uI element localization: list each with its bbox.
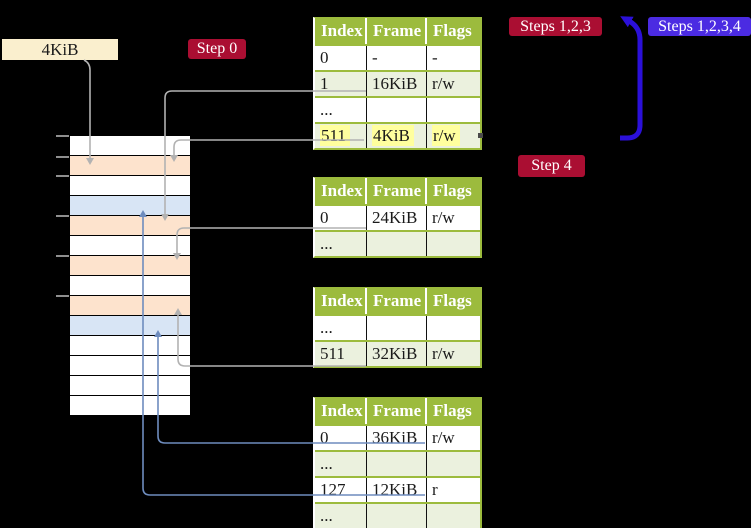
table-cell: 0 <box>315 426 367 450</box>
table-cell <box>427 232 480 256</box>
table-cell: r/w <box>427 72 480 96</box>
column-header-index: Index <box>315 18 367 44</box>
memory-row-white <box>70 396 190 416</box>
column-header-frame: Frame <box>367 178 427 204</box>
table-cell <box>427 316 480 340</box>
table-cell <box>367 98 427 122</box>
step0-badge: Step 0 <box>188 39 246 59</box>
memory-row-peach <box>70 216 190 236</box>
memory-row-lightblue <box>70 316 190 336</box>
table-cell: 511 <box>315 124 367 148</box>
highlighted-value: r/w <box>432 125 460 146</box>
table-cell: 0 <box>315 46 367 70</box>
memory-row-lightblue <box>70 196 190 216</box>
table-row: ... <box>315 314 480 340</box>
table-row: ... <box>315 96 480 122</box>
column-header-index: Index <box>315 398 367 424</box>
address-tick <box>56 156 69 158</box>
table-cell: 1 <box>315 72 367 96</box>
table-cell: r/w <box>427 124 480 148</box>
column-header-frame: Frame <box>367 288 427 314</box>
table-cell <box>427 452 480 476</box>
memory-row-white <box>70 276 190 296</box>
column-header-index: Index <box>315 288 367 314</box>
table-cell: - <box>367 46 427 70</box>
table-cell: r/w <box>427 426 480 450</box>
table-cell <box>367 232 427 256</box>
steps1234-badge: Steps 1,2,3,4 <box>648 17 751 36</box>
table-cell: r/w <box>427 342 480 366</box>
frame-size-label: 4KiB <box>2 39 118 60</box>
step4-badge: Step 4 <box>518 155 585 177</box>
table-cell: 127 <box>315 478 367 502</box>
memory-row-peach <box>70 256 190 276</box>
address-tick <box>56 135 69 137</box>
table-cell: ... <box>315 316 367 340</box>
memory-row-white <box>70 136 190 156</box>
table-row: 0-- <box>315 44 480 70</box>
table-cell: r <box>427 478 480 502</box>
physical-memory-strip <box>70 136 190 416</box>
column-header-flags: Flags <box>433 401 472 420</box>
memory-row-peach <box>70 296 190 316</box>
table-cell: ... <box>315 232 367 256</box>
table-cell: 16KiB <box>367 72 427 96</box>
highlighted-value: 4KiB <box>372 125 414 146</box>
table-cell <box>427 98 480 122</box>
table-cell: 32KiB <box>367 342 427 366</box>
column-header-frame: Frame <box>367 398 427 424</box>
column-header-flags: Flags <box>433 181 472 200</box>
table-cell: ... <box>315 452 367 476</box>
column-header-flags: Flags <box>433 291 472 310</box>
table-cell <box>427 504 480 528</box>
memory-row-white <box>70 336 190 356</box>
address-tick <box>56 295 69 297</box>
address-tick <box>56 175 69 177</box>
table-cell: - <box>427 46 480 70</box>
table-row: ... <box>315 450 480 476</box>
address-tick <box>56 255 69 257</box>
table-row: ... <box>315 502 480 528</box>
table-cell: 24KiB <box>367 206 427 230</box>
column-header-index: Index <box>315 178 367 204</box>
table-cell <box>367 504 427 528</box>
table-cell <box>367 452 427 476</box>
column-header-frame: Frame <box>367 18 427 44</box>
memory-row-white <box>70 236 190 256</box>
memory-row-white <box>70 176 190 196</box>
table-cell: 36KiB <box>367 426 427 450</box>
table-row: ... <box>315 230 480 256</box>
memory-row-peach <box>70 156 190 176</box>
table-cell: ... <box>315 98 367 122</box>
table-cell: 12KiB <box>367 478 427 502</box>
table-cell: 0 <box>315 206 367 230</box>
table-cell: 511 <box>315 342 367 366</box>
memory-row-white <box>70 376 190 396</box>
highlighted-value: 511 <box>320 125 350 146</box>
recursive-loop-arrow <box>620 16 643 141</box>
column-header-flags: Flags <box>433 21 472 40</box>
address-tick <box>56 215 69 217</box>
table-cell <box>367 316 427 340</box>
table-row: 511 4KiB r/w <box>315 122 480 148</box>
table-cell: ... <box>315 504 367 528</box>
table-cell: 4KiB <box>367 124 427 148</box>
memory-row-white <box>70 356 190 376</box>
steps123-badge: Steps 1,2,3 <box>509 17 602 36</box>
table-cell: r/w <box>427 206 480 230</box>
